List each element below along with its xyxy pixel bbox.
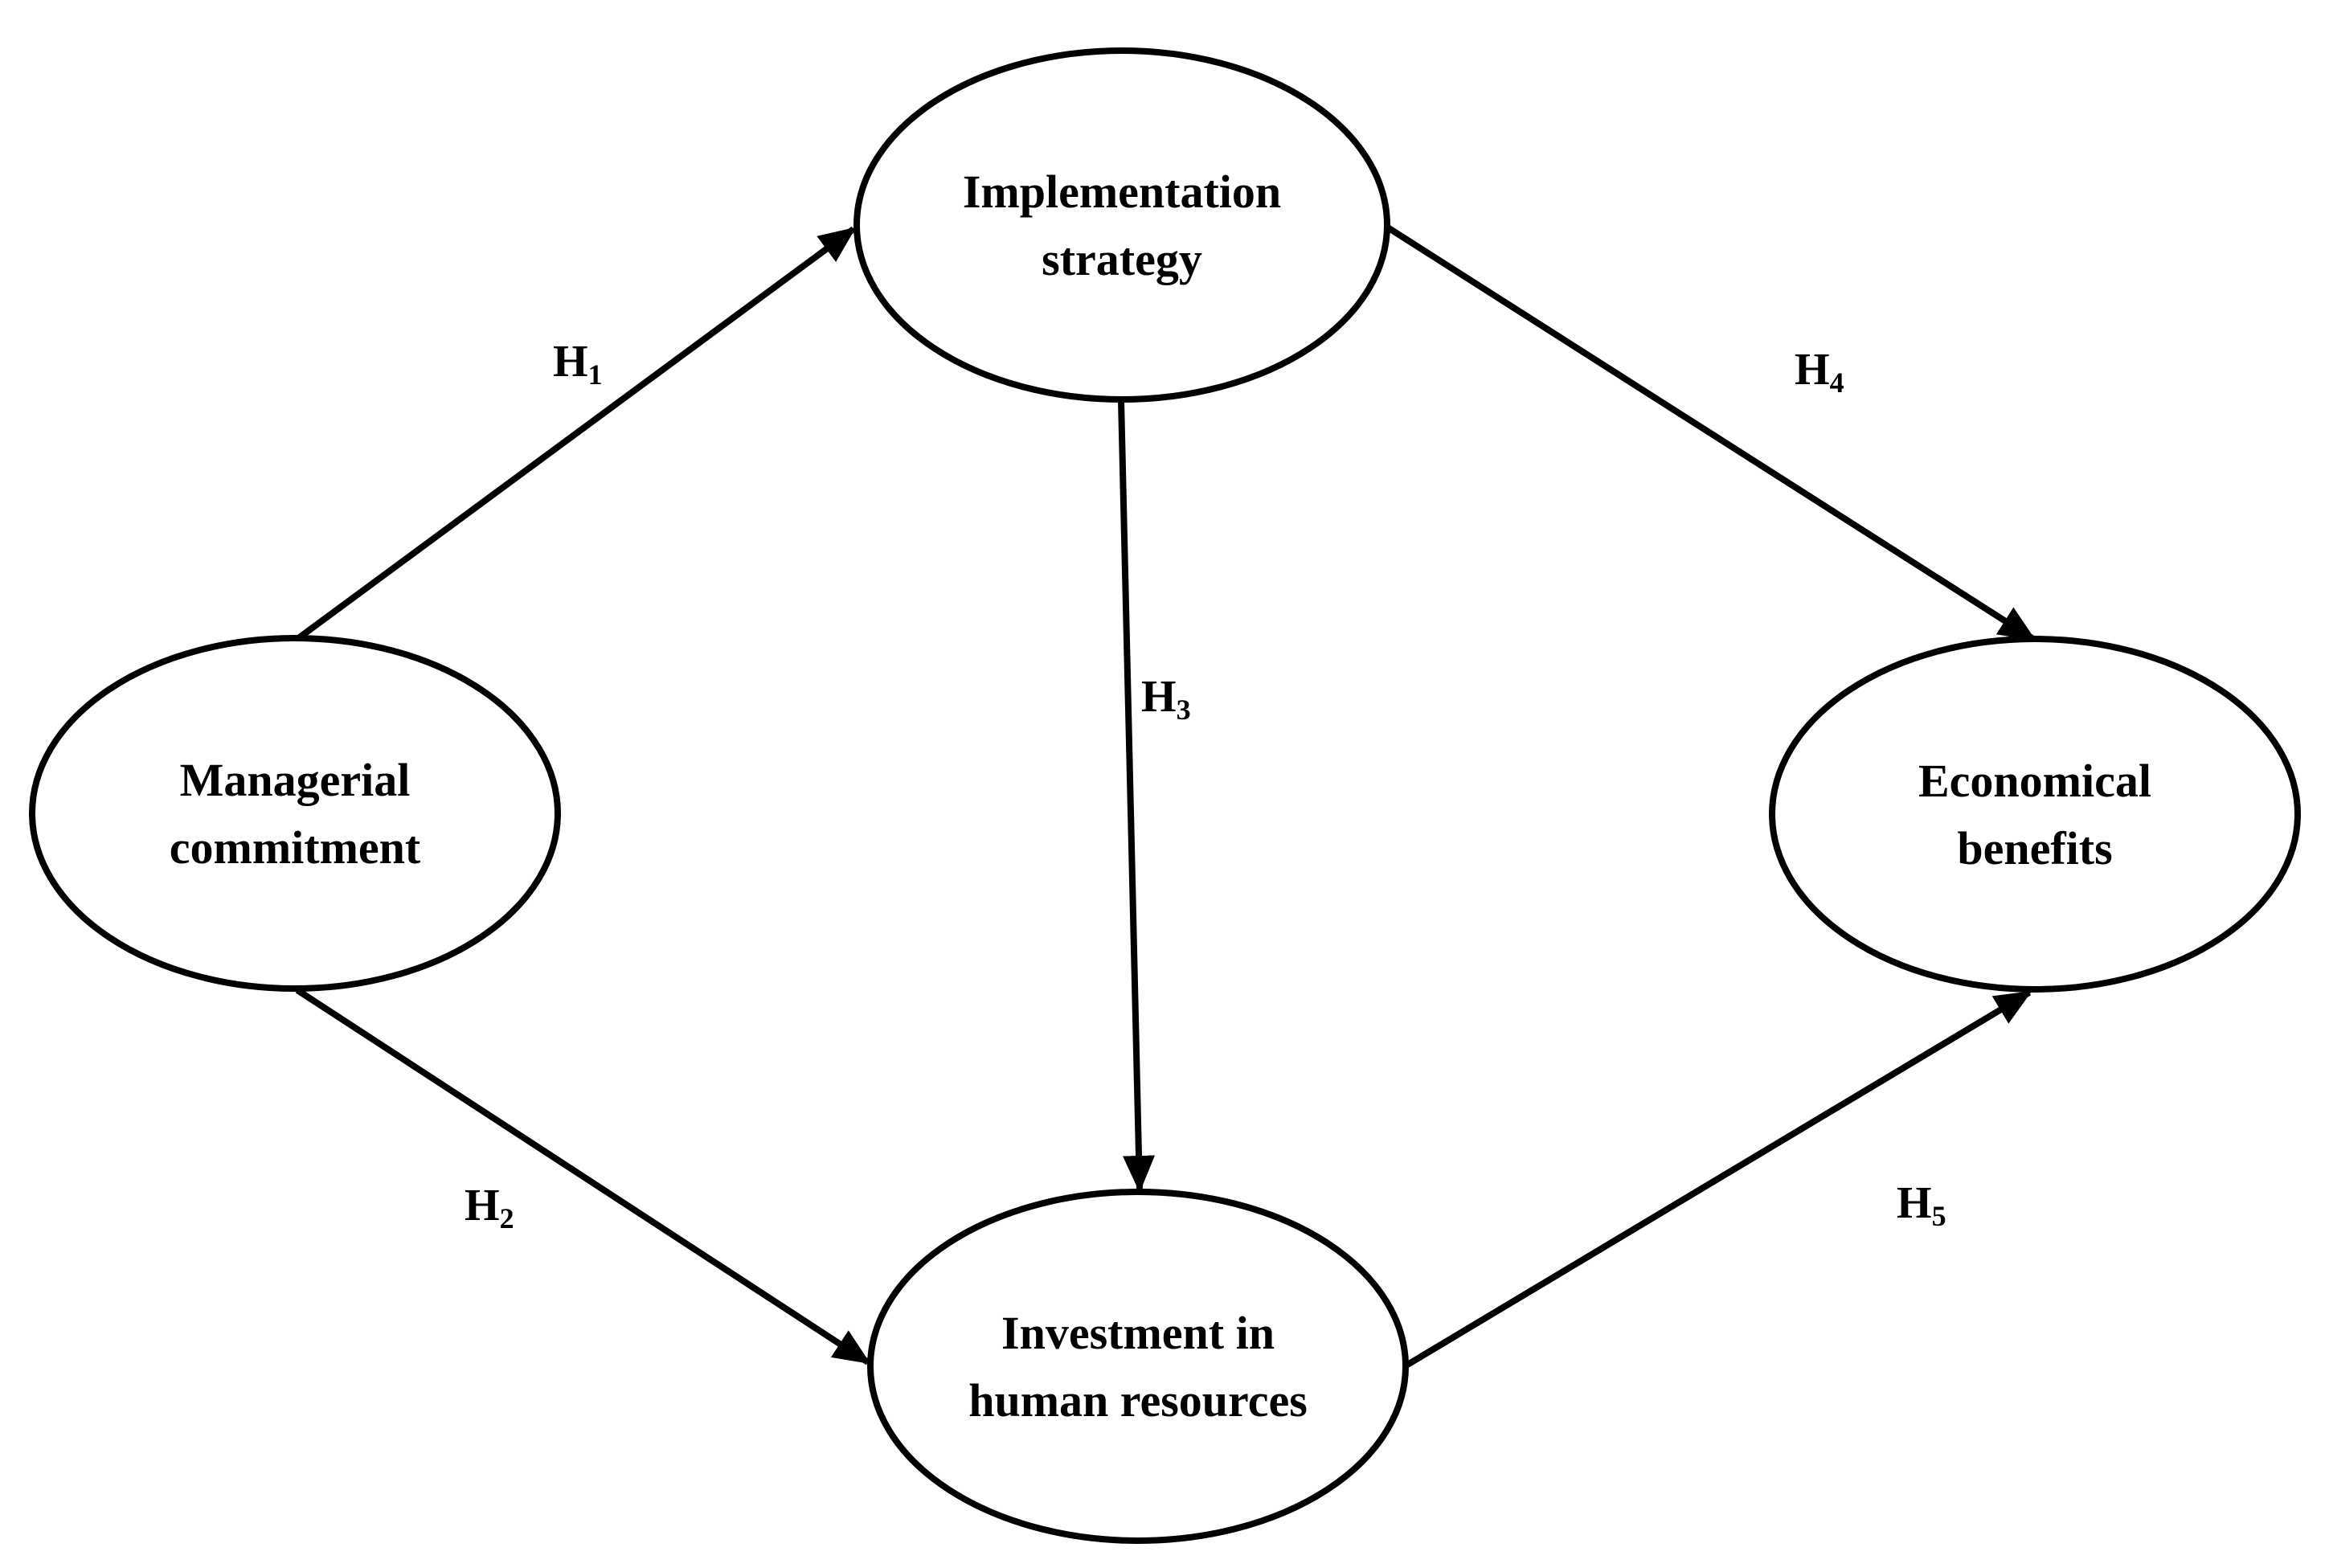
hypothesis-label-h2: H2: [465, 1181, 514, 1234]
node-implementation-strategy: Implementation strategy: [853, 47, 1390, 403]
hypothesis-label-h3: H3: [1141, 672, 1191, 726]
node-label-line1: Economical: [1918, 755, 2151, 807]
node-label-line2: strategy: [1042, 233, 1202, 285]
node-label-line1: Implementation: [963, 166, 1281, 218]
node-label-line1: Managerial: [180, 754, 411, 806]
node-investment-human-resources: Investment in human resources: [867, 1189, 1409, 1544]
arrow-h3: [1118, 399, 1156, 1193]
node-label-line2: benefits: [1957, 822, 2112, 874]
arrow-h2: [295, 987, 871, 1365]
node-economical-benefits: Economical benefits: [1769, 636, 2301, 993]
node-label-line1: Investment in: [1001, 1307, 1275, 1359]
arrow-h1: [295, 226, 857, 642]
node-managerial-commitment: Managerial commitment: [29, 635, 561, 992]
hypothesis-label-h4: H4: [1795, 345, 1844, 399]
hypothesis-label-h5: H5: [1897, 1178, 1946, 1232]
arrow-h5: [1402, 989, 2032, 1369]
node-label-line2: commitment: [170, 821, 421, 874]
arrow-h4: [1381, 222, 2036, 642]
hypothesis-label-h1: H1: [553, 337, 603, 391]
node-label-line2: human resources: [968, 1374, 1308, 1427]
